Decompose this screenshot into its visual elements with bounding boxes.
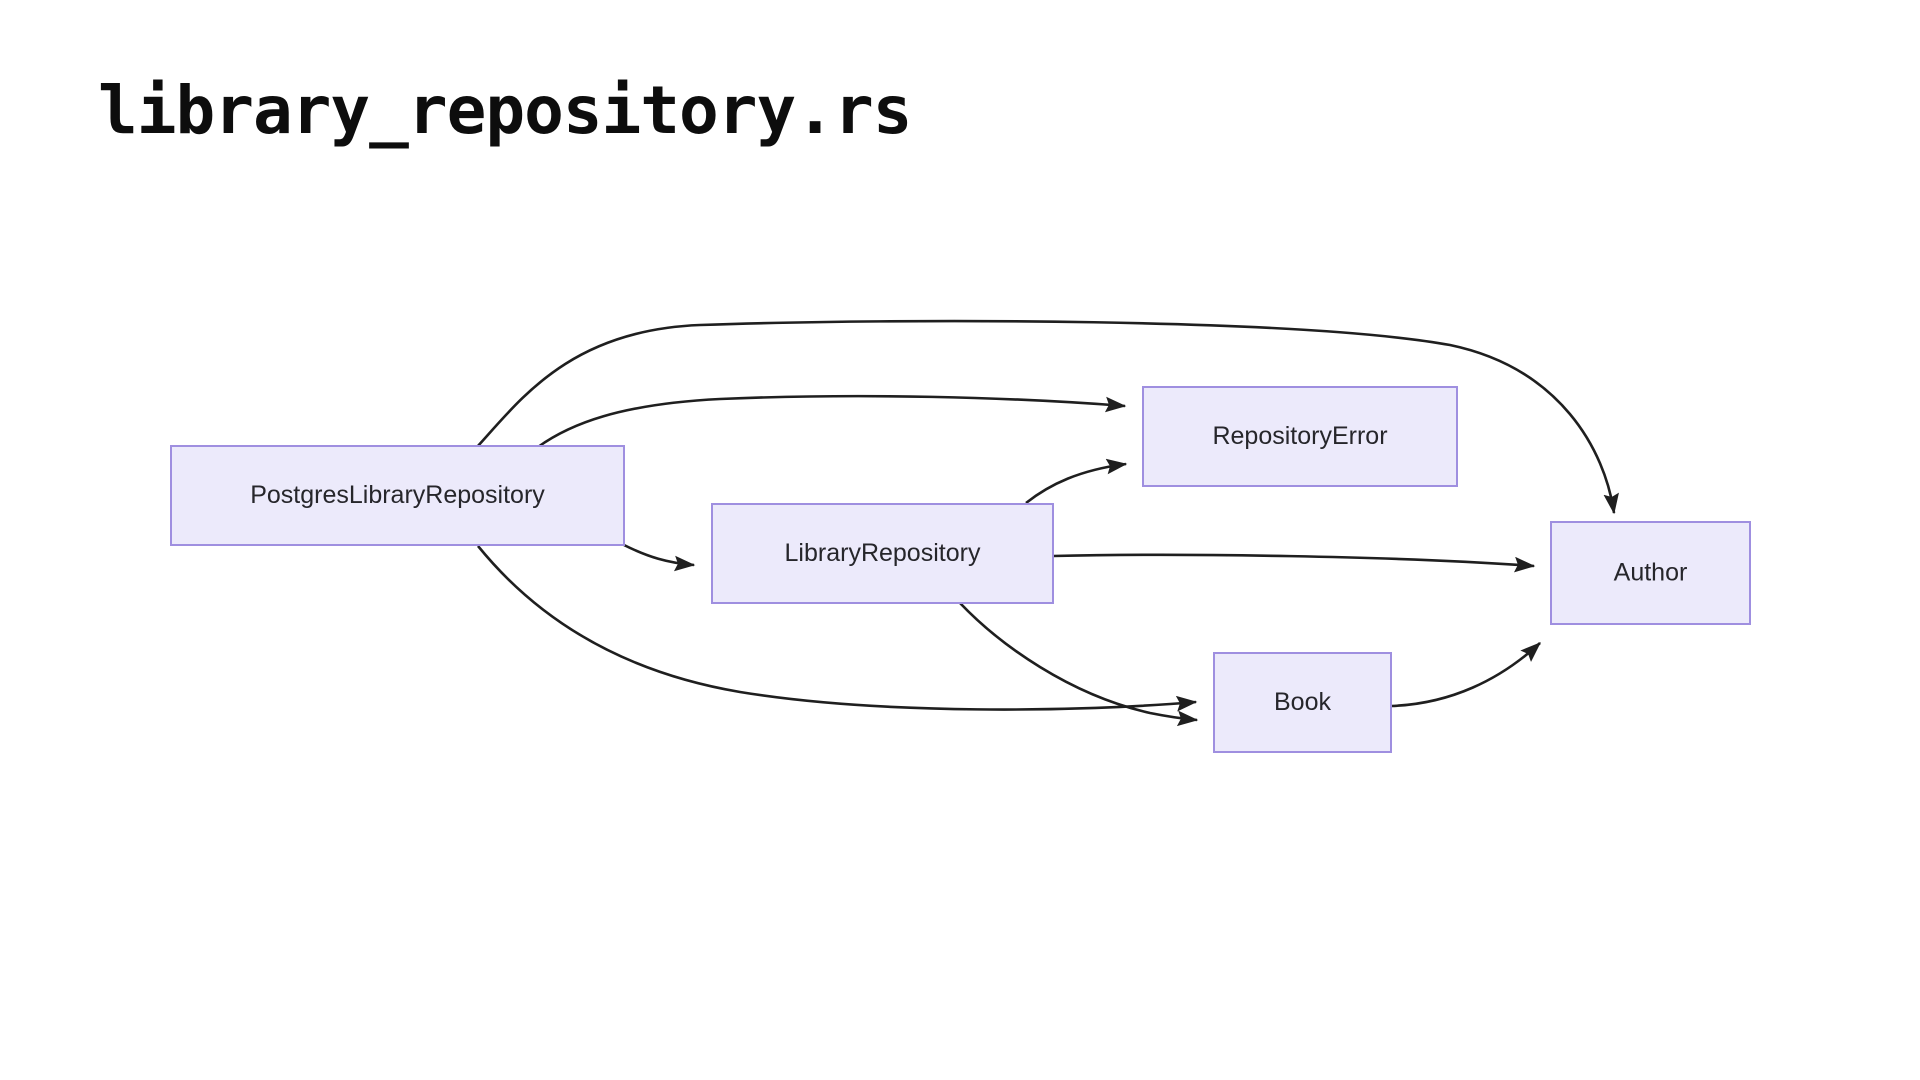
node-box[interactable] <box>1213 652 1392 753</box>
edge-line <box>623 543 696 572</box>
edge-line <box>476 545 1198 712</box>
edge-line <box>1025 458 1128 505</box>
edge-line <box>959 602 1199 727</box>
node-RepositoryError[interactable]: RepositoryError <box>1142 386 1458 487</box>
edges-layer <box>476 319 1619 727</box>
edge-libraryrepository-repositoryerror <box>1025 458 1128 505</box>
node-box[interactable] <box>711 503 1054 604</box>
node-Author[interactable]: Author <box>1550 521 1751 625</box>
node-LibraryRepository[interactable]: LibraryRepository <box>711 503 1054 604</box>
edge-postgres-author <box>476 319 1619 515</box>
nodes-layer: PostgresLibraryRepositoryLibraryReposito… <box>170 386 1751 753</box>
edge-book-author <box>1390 642 1541 708</box>
node-box[interactable] <box>170 445 625 546</box>
page-title: library_repository.rs <box>98 72 912 149</box>
edge-line <box>476 319 1619 515</box>
edge-libraryrepository-author <box>1052 553 1536 573</box>
edge-libraryrepository-book <box>959 602 1199 727</box>
edge-line <box>1390 642 1541 708</box>
edge-postgres-book <box>476 545 1198 712</box>
node-Book[interactable]: Book <box>1213 652 1392 753</box>
node-box[interactable] <box>1142 386 1458 487</box>
edge-postgres-repositoryerror <box>537 394 1127 449</box>
edge-line <box>1052 553 1536 573</box>
node-box[interactable] <box>1550 521 1751 625</box>
edge-line <box>537 394 1127 449</box>
node-PostgresLibraryRepository[interactable]: PostgresLibraryRepository <box>170 445 625 546</box>
edge-postgres-libraryrepository <box>623 543 696 572</box>
